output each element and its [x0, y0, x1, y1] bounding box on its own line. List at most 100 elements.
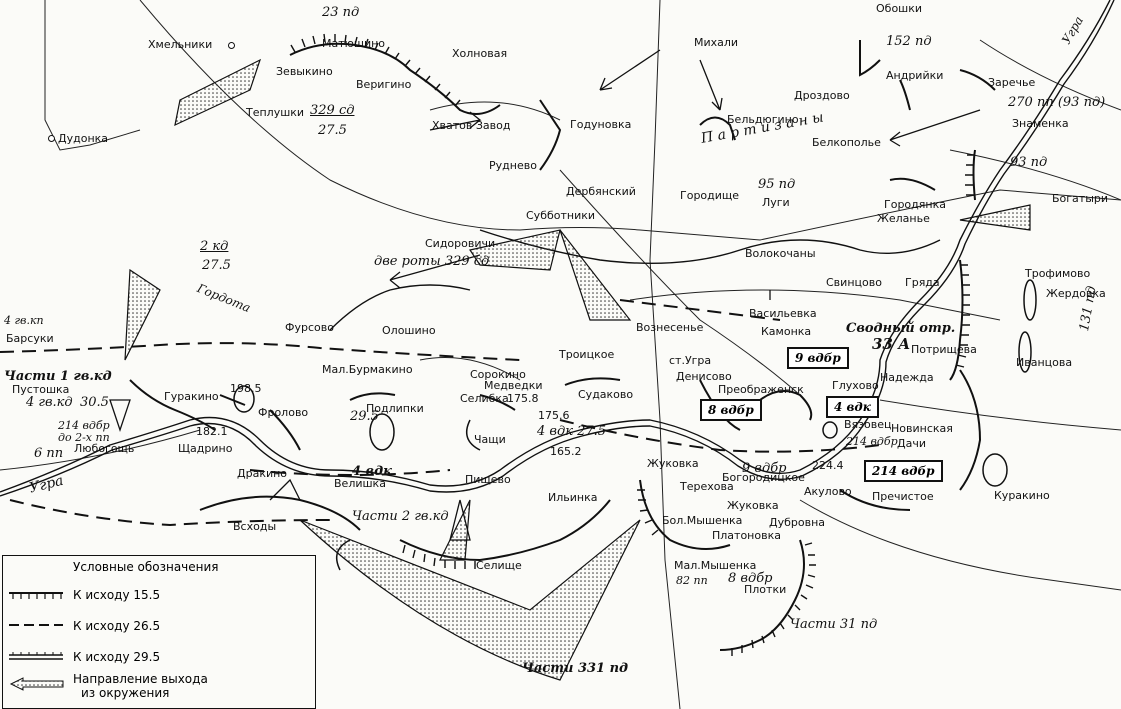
place-oboshki: Обошки [876, 2, 923, 15]
place-zarechye: Заречье [988, 76, 1036, 89]
front-dashed [0, 299, 881, 527]
place-podlipki: Подлипки [366, 402, 424, 415]
front-ticks [290, 33, 975, 656]
place-sidorovichi: Сидоровичи [425, 237, 496, 250]
place-voskhody: Всходы [233, 520, 277, 533]
unit-23pd: 23 пд [322, 5, 360, 20]
place-mikhali: Михали [694, 36, 739, 49]
height-1652: 165.2 [550, 445, 582, 458]
place-akulovo: Акулово [804, 485, 852, 498]
place-ivantsova: Иванцова [1016, 356, 1073, 369]
place-kholnovaya: Холновая [452, 47, 508, 60]
place-znamenka: Знаменка [1012, 117, 1069, 130]
place-teplushki: Теплушки [246, 106, 305, 119]
place-andriyki: Андрийки [886, 69, 944, 82]
flag-214vdbr: 214 вдбр [864, 460, 943, 482]
flag-9vdbr: 9 вдбр [787, 347, 849, 369]
breakout-arrows [124, 58, 1031, 681]
unit-329sd: 329 сд [310, 103, 355, 118]
legend-symbol-breakout-arrow [9, 677, 64, 691]
place-drozdovo: Дроздово [794, 89, 850, 102]
place-glukhovo: Глухово [832, 379, 879, 392]
place-ilyinka: Ильинка [548, 491, 598, 504]
place-gryada: Гряда [905, 276, 940, 289]
place-st-ugra: ст.Угра [669, 354, 712, 367]
place-derbyansky: Дербянский [566, 185, 636, 198]
unit-do-2kh: до 2-х пп [58, 431, 110, 444]
place-kamonka: Камонка [761, 325, 812, 338]
place-kurakino: Куракино [994, 489, 1050, 502]
unit-82pp: 82 пп [676, 574, 708, 587]
place-barsuki: Барсуки [6, 332, 54, 345]
place-matyushino: Матюшино [322, 37, 386, 50]
place-frolovo: Фролово [258, 406, 309, 419]
unit-2kd: 2 кд [200, 239, 229, 254]
unit-270pp: 270 пп (93 пд) [1008, 95, 1106, 110]
place-sorokino: Сорокино [470, 368, 526, 381]
place-dacha: Дачи [897, 437, 926, 450]
legend-symbol-double-ticks [9, 652, 63, 660]
place-voskresenye: Вознесенье [636, 321, 704, 334]
place-platonovka: Платоновка [712, 529, 781, 542]
place-denisovo: Денисово [676, 370, 732, 383]
unit-8vdbr-s: 8 вдбр [728, 571, 773, 586]
place-zherdovka: Жердовка [1046, 287, 1106, 300]
place-verigino: Веригино [356, 78, 412, 91]
place-beldyugino: Бельдюгино [727, 113, 799, 126]
unit-95pd: 95 пд [758, 177, 796, 192]
place-mal-myshenka: Мал.Мышенка [674, 559, 757, 572]
place-khmelnikn: Хмельники [148, 38, 213, 51]
settlement-dot [228, 42, 235, 49]
place-zevykino: Зевыкино [276, 65, 333, 78]
front-lines [129, 40, 996, 651]
unit-chasti-2gvkd: Части 2 гв.кд [352, 509, 449, 524]
place-vasilevka: Васильевка [749, 307, 817, 320]
place-nadezhda: Надежда [880, 371, 934, 384]
unit-date-295: 29.5 [350, 409, 379, 424]
flag-8vdbr: 8 вдбр [700, 399, 762, 421]
place-prechistoe: Пречистое [872, 490, 934, 503]
place-belkopolye: Белкополье [812, 136, 881, 149]
legend-symbol-solid-ticks [9, 592, 63, 599]
unit-chasti-31: Части 31 пд [790, 617, 878, 632]
place-pustoshka: Пустошка [12, 383, 70, 396]
place-potrishcheva: Потрищева [911, 343, 977, 356]
place-dudonka: Дудонка [58, 132, 109, 145]
place-gorodishche: Городище [680, 189, 740, 202]
unit-4gvkp: 4 гв.кп [4, 314, 44, 327]
legend-title: Условные обозначения [73, 560, 219, 574]
place-gorodyanka: Городянка [884, 198, 946, 211]
river-ugra [0, 0, 1115, 497]
legend: Условные обозначения К исходу 15.5 К исх… [2, 555, 316, 709]
place-mal-burmakino: Мал.Бурмакино [322, 363, 413, 376]
place-pishchevo: Пищево [465, 473, 511, 486]
place-selibka: Селибка [460, 392, 509, 405]
place-sudakovo: Судаково [578, 388, 634, 401]
height-2244: 224.4 [812, 459, 844, 472]
place-vyazovets: Вязовец [844, 418, 892, 431]
unit-4gvkd: 4 гв.кд [26, 395, 73, 410]
place-gurakino: Гуракино [164, 390, 219, 403]
place-novinskaya: Новинская [891, 422, 953, 435]
unit-date-305: 30.5 [80, 395, 109, 410]
unit-4vdk-275: 4 вдк 27.5 [537, 424, 607, 439]
place-bol-myshenka: Бол.Мышенка [662, 514, 743, 527]
unit-329sd-date: 27.5 [318, 123, 347, 138]
height-1756: 175.6 [538, 409, 570, 422]
place-plotki: Плотки [744, 583, 787, 596]
unit-152pd: 152 пд [886, 34, 932, 49]
place-bogatyri: Богатыри [1052, 192, 1109, 205]
unit-93pd: 93 пд [1010, 155, 1048, 170]
place-rudnevo: Руднево [489, 159, 537, 172]
unit-svodny: Сводный отр. [846, 321, 956, 336]
place-zhukovka2: Жуковка [727, 499, 779, 512]
place-bogoroditskoe: Богородицкое [722, 471, 805, 484]
place-oloshino: Олошино [382, 324, 436, 337]
place-trofimovo: Трофимово [1025, 267, 1091, 280]
unit-chasti-331: Части 331 пд [522, 661, 629, 676]
place-lyubogoshch: Любогощь [74, 442, 135, 455]
place-dubrovna: Дубровна [769, 516, 826, 529]
place-selishche: Селище [476, 559, 522, 572]
